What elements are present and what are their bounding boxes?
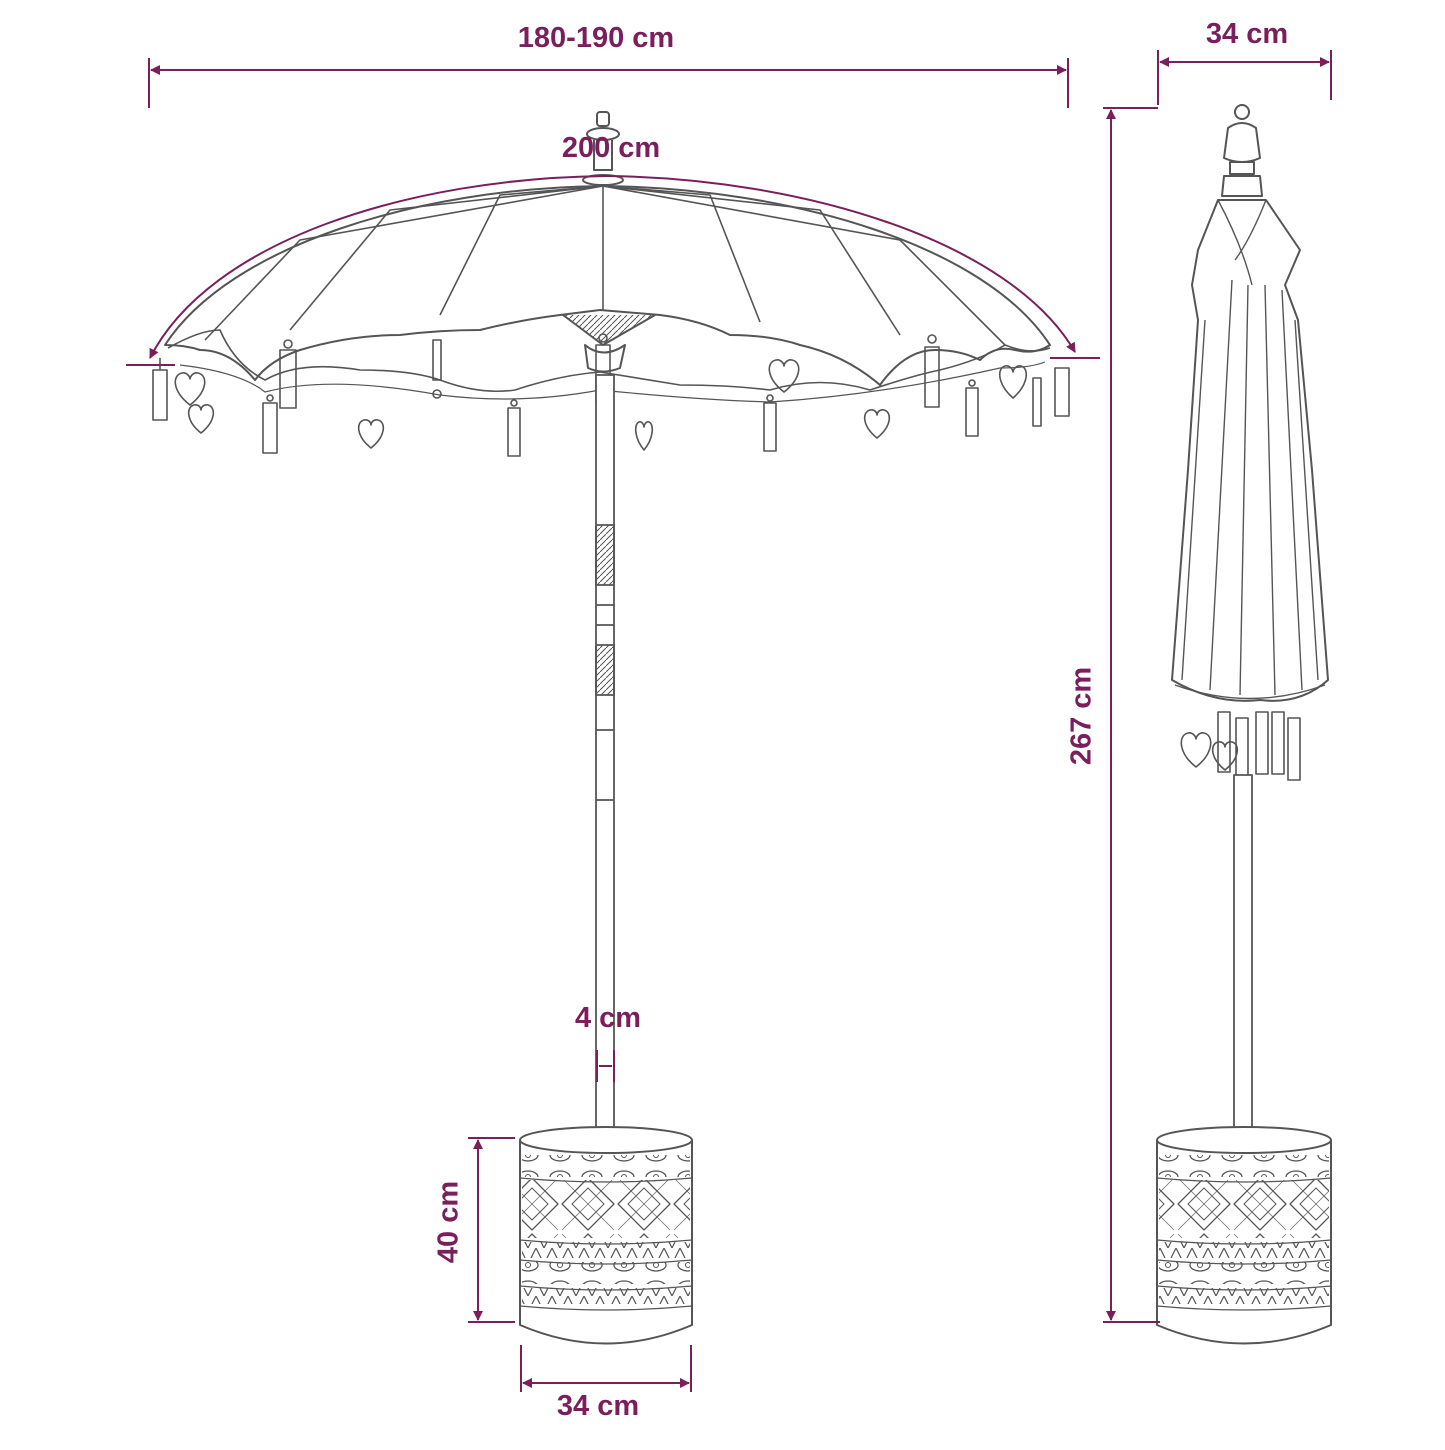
patterned-cylinder-base	[519, 1126, 693, 1345]
closed-pole	[1233, 774, 1253, 1141]
circumference-dimension-arc	[149, 174, 1076, 359]
canopy-ribs	[204, 185, 1006, 346]
base-width-label: 34 cm	[556, 1390, 640, 1422]
canopy-outline	[164, 185, 1051, 386]
hub-cone	[562, 314, 656, 346]
open-width-label: 180-190 cm	[517, 22, 675, 54]
pole-diameter-label: 4 cm	[574, 1002, 642, 1034]
total-height-label: 267 cm	[1065, 666, 1098, 766]
closed-width-label: 34 cm	[1205, 18, 1289, 50]
closed-finial-icon	[1221, 104, 1263, 197]
heart-charm-icons	[174, 359, 1028, 451]
finial-icon	[582, 111, 624, 186]
closed-patterned-base	[1156, 1126, 1332, 1345]
dimension-lines	[126, 50, 1332, 1392]
closed-tassel-icons	[1180, 711, 1301, 781]
canopy-circumference-label: 200 cm	[561, 132, 661, 164]
closed-umbrella-drawing	[1156, 104, 1332, 1345]
open-umbrella-drawing	[152, 111, 1070, 1345]
base-height-label: 40 cm	[432, 1180, 465, 1264]
closed-canopy	[1171, 199, 1329, 702]
